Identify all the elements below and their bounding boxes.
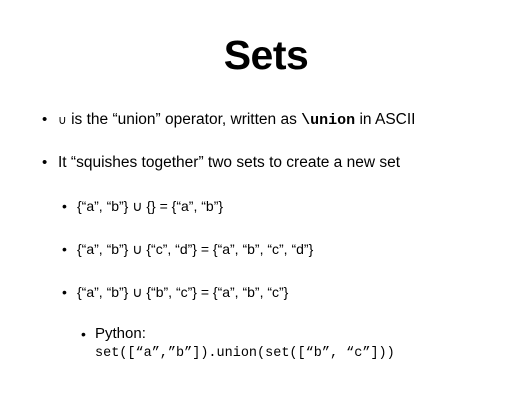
- ascii-code: \union: [301, 112, 356, 129]
- python-label: Python:: [95, 325, 146, 342]
- bullet-text: in ASCII: [355, 111, 416, 128]
- bullet-dot: •: [62, 241, 67, 257]
- bullet-dot: •: [81, 326, 86, 342]
- python-code: set([“a”,”b”]).union(set([“b”, “c”])): [95, 346, 395, 361]
- bullet-text: It “squishes together” two sets to creat…: [58, 154, 401, 171]
- bullet-text: is the “union” operator, written as: [66, 111, 302, 128]
- example-text: {“a”, “b”} ∪ {} = {“a”, “b”}: [77, 198, 224, 214]
- union-symbol: ∪: [58, 113, 67, 127]
- bullet-dot: •: [42, 111, 48, 128]
- bullet-union-operator: • ∪ is the “union” operator, written as …: [42, 110, 416, 131]
- bullet-dot: •: [62, 198, 67, 214]
- bullet-example-2: • {“a”, “b”} ∪ {“c”, “d”} = {“a”, “b”, “…: [62, 239, 314, 259]
- bullet-python: • Python: set([“a”,”b”]).union(set([“b”,…: [81, 324, 395, 364]
- bullet-dot: •: [42, 154, 48, 171]
- bullet-dot: •: [62, 284, 67, 300]
- bullet-example-1: • {“a”, “b”} ∪ {} = {“a”, “b”}: [62, 196, 224, 216]
- bullet-example-3: • {“a”, “b”} ∪ {“b”, “c”} = {“a”, “b”, “…: [62, 282, 289, 302]
- slide-title: Sets: [223, 32, 309, 78]
- bullet-squishes: • It “squishes together” two sets to cre…: [42, 153, 401, 173]
- example-text: {“a”, “b”} ∪ {“c”, “d”} = {“a”, “b”, “c”…: [77, 241, 314, 257]
- example-text: {“a”, “b”} ∪ {“b”, “c”} = {“a”, “b”, “c”…: [77, 284, 289, 300]
